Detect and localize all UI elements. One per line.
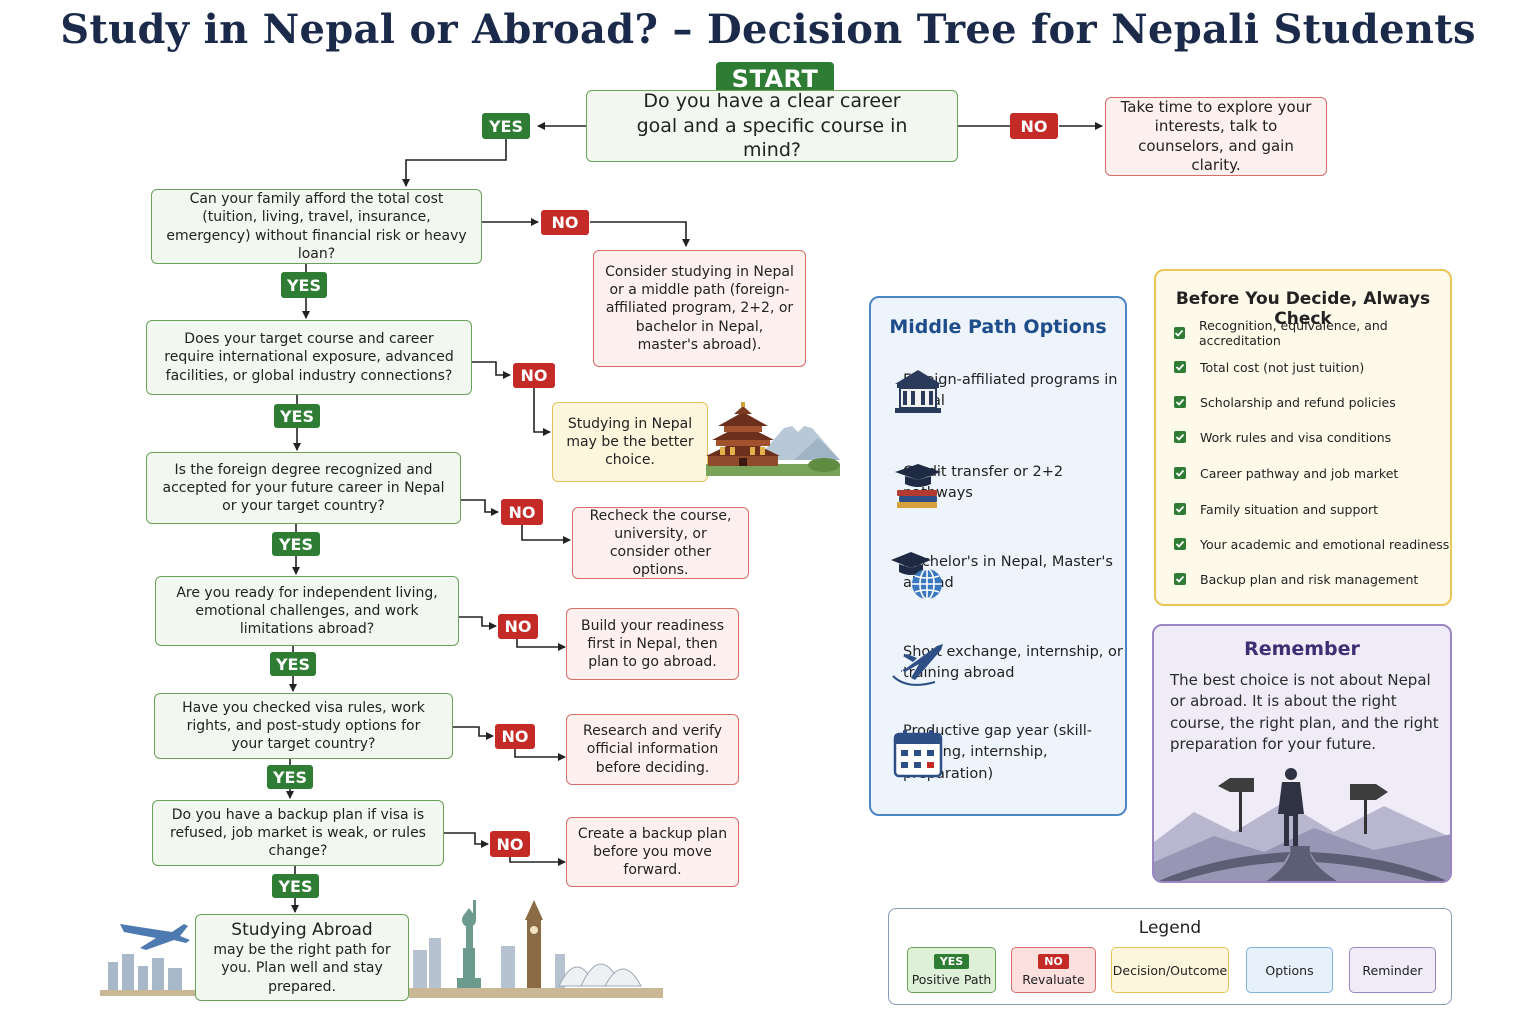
yes-badge-q5: YES [270, 652, 316, 676]
outcome-build-readiness: Build your readiness first in Nepal, the… [566, 608, 739, 680]
checkmark-icon [1174, 538, 1186, 550]
outcome-studying-abroad: Studying Abroad may be the right path fo… [195, 914, 409, 1001]
page-title: Study in Nepal or Abroad? – Decision Tre… [60, 6, 1476, 53]
checkmark-icon [1174, 467, 1186, 479]
yes-badge-q1: YES [482, 113, 530, 139]
calendar-icon [893, 730, 943, 778]
legend-label: Positive Path [911, 971, 992, 987]
no-badge-q6: NO [495, 724, 535, 749]
question-ready-independent-living: Are you ready for independent living, em… [155, 576, 459, 646]
checklist-item-label: Scholarship and refund policies [1200, 394, 1396, 410]
checklist-item-label: Total cost (not just tuition) [1200, 359, 1365, 375]
university-building-icon [895, 370, 941, 413]
no-badge-q2: NO [541, 210, 589, 235]
checkmark-icon [1174, 396, 1186, 408]
outcome-create-backup: Create a backup plan before you move for… [566, 817, 739, 887]
option-label: Short exchange, internship, or training … [903, 643, 1123, 681]
option-short-exchange: Short exchange, internship, or training … [887, 628, 1123, 698]
question-career-goal: Do you have a clear career goal and a sp… [586, 90, 958, 162]
checklist-item-label: Family situation and support [1200, 501, 1379, 517]
yes-badge-q2: YES [281, 272, 327, 298]
checkmark-icon [1174, 327, 1185, 339]
legend-reminder: Reminder [1349, 947, 1436, 993]
checklist-item: Recognition, equivalence, and accreditat… [1174, 318, 1450, 348]
checklist-item: Career pathway and job market [1174, 463, 1398, 483]
checklist-panel: Before You Decide, Always Check Recognit… [1154, 269, 1452, 606]
legend-label: Decision/Outcome [1112, 962, 1228, 978]
remember-title: Remember [1244, 638, 1360, 660]
graduation-cap-globe-icon [891, 552, 942, 600]
checklist-item: Total cost (not just tuition) [1174, 357, 1364, 377]
checklist-item-label: Backup plan and risk management [1200, 571, 1419, 587]
legend-yes-badge: YES [933, 953, 970, 969]
checklist-title: Before You Decide, Always Check [1175, 289, 1431, 329]
legend-label: Reminder [1362, 962, 1423, 978]
checklist-item-label: Recognition, equivalence, and accreditat… [1198, 318, 1388, 348]
legend-no-badge: NO [1038, 953, 1069, 969]
checklist-item-label: Your academic and emotional readiness [1200, 536, 1450, 552]
question-degree-recognized: Is the foreign degree recognized and acc… [146, 452, 461, 524]
checklist-item: Your academic and emotional readiness [1174, 534, 1449, 554]
middle-path-panel: Middle Path Options Foreign-affiliated p… [869, 296, 1127, 816]
legend-label: Revaluate [1022, 971, 1085, 987]
legend-options: Options [1246, 947, 1333, 993]
outcome-study-in-nepal: Studying in Nepal may be the better choi… [552, 402, 708, 482]
yes-badge-q4: YES [272, 532, 320, 556]
yes-badge-q6: YES [267, 765, 313, 789]
outcome-research-verify: Research and verify official information… [566, 714, 739, 785]
option-credit-transfer: Credit transfer or 2+2 pathways [887, 448, 1123, 518]
no-badge-q5: NO [498, 614, 538, 639]
middle-path-title: Middle Path Options [889, 316, 1107, 338]
question-family-afford: Can your family afford the total cost (t… [151, 189, 482, 264]
question-international-exposure: Does your target course and career requi… [146, 320, 472, 395]
yes-badge-q7: YES [272, 874, 319, 898]
crossroads-illustration [1154, 768, 1450, 881]
question-backup-plan: Do you have a backup plan if visa is ref… [152, 800, 444, 866]
outcome-explore-interests: Take time to explore your interests, tal… [1105, 97, 1327, 176]
no-badge-q7: NO [490, 831, 530, 857]
checklist-item-label: Work rules and visa conditions [1200, 429, 1392, 445]
legend-decision-outcome: Decision/Outcome [1111, 947, 1229, 993]
graduation-cap-books-icon [895, 464, 941, 508]
checklist-item-label: Career pathway and job market [1200, 465, 1399, 481]
option-bachelor-nepal-master-abroad: Bachelor's in Nepal, Master's abroad [887, 538, 1123, 608]
checklist-item: Backup plan and risk management [1174, 569, 1418, 589]
no-badge-q4: NO [501, 499, 543, 525]
legend-label: Options [1265, 962, 1314, 978]
option-gap-year: Productive gap year (skill-building, int… [887, 718, 1123, 788]
legend: Legend YES Positive Path NO Revaluate De… [888, 908, 1452, 1005]
remember-panel: Remember The best choice is not about Ne… [1152, 624, 1452, 883]
remember-text: The best choice is not about Nepal or ab… [1170, 671, 1439, 753]
legend-revaluate: NO Revaluate [1011, 947, 1096, 993]
no-badge-q1: NO [1010, 113, 1058, 139]
world-landmarks-illustration [409, 900, 663, 998]
checkmark-icon [1174, 361, 1186, 373]
yes-badge-q3: YES [274, 404, 320, 428]
airplane-city-illustration [100, 924, 195, 996]
checkmark-icon [1174, 431, 1186, 443]
checklist-item: Family situation and support [1174, 499, 1378, 519]
legend-positive-path: YES Positive Path [907, 947, 996, 993]
airplane-icon [892, 644, 943, 686]
legend-title: Legend [1138, 918, 1202, 938]
checkmark-icon [1174, 503, 1186, 515]
outcome-consider-nepal-middle-path: Consider studying in Nepal or a middle p… [593, 250, 806, 367]
question-visa-rules: Have you checked visa rules, work rights… [154, 693, 453, 759]
checklist-item: Scholarship and refund policies [1174, 392, 1396, 412]
nepal-temple-illustration [706, 402, 840, 476]
final-text: may be the right path for you. Plan well… [213, 942, 391, 995]
checkmark-icon [1174, 573, 1186, 585]
checklist-item: Work rules and visa conditions [1174, 427, 1391, 447]
outcome-recheck-course: Recheck the course, university, or consi… [572, 507, 749, 579]
option-foreign-affiliated: Foreign-affiliated programs in Nepal [887, 356, 1123, 426]
final-title: Studying Abroad [231, 920, 373, 941]
no-badge-q3: NO [513, 363, 555, 388]
